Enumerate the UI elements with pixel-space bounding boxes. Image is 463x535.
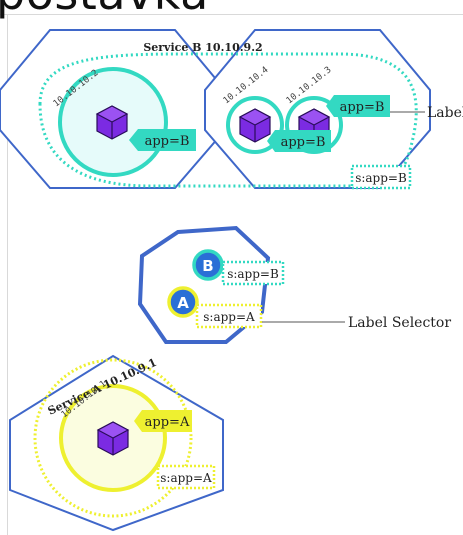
left-divider-line [7,14,8,535]
service-b-selector-tag: s:app=B [355,171,407,185]
label-tag: app=A [145,415,190,430]
service-a-badge-icon [167,286,199,318]
container-cube-icon [96,105,128,140]
service-a-badge-letter: A [177,294,189,312]
label-tag-bg [275,130,331,152]
selector-tag-box [156,464,216,490]
label-tag-bg [142,410,192,432]
label-selector-callout: Label Selector [348,315,451,331]
service-b-node-left: 10.10.10.2 app=B [0,29,226,189]
label-tag: app=B [145,134,190,149]
label-tag: app=B [340,100,385,115]
label-tag: app=B [281,135,326,150]
service-b-title: Service B 10.10.9.2 [143,41,262,54]
selector-tag-box [195,303,263,329]
page-heading: postavka [0,0,209,20]
selector-tag: s:app=B [227,267,279,281]
selector-tag: s:app=A [203,310,255,324]
service-a-node: Service A 10.10.9.1 10.10.10.1 app=A s:a… [9,354,224,532]
service-b-boundary [38,52,418,188]
service-b-node-right: 10.10.10.4 10.10.10.3 app=B app=B [204,29,431,189]
selector-tag-box [350,164,412,190]
service-a-selector-tag: s:app=A [160,471,212,485]
label-tag-bg [138,129,196,151]
label-callout: Label [427,105,463,121]
selector-tag-box [221,260,285,286]
selector-node: B s:app=B A s:app=A [137,225,285,344]
container-cube-icon [239,108,271,143]
label-tag-bg [334,95,390,117]
top-divider-line [0,14,463,15]
service-a-boundary [33,358,193,518]
container-cube-icon [97,421,129,456]
service-b-badge-letter: B [202,257,213,275]
